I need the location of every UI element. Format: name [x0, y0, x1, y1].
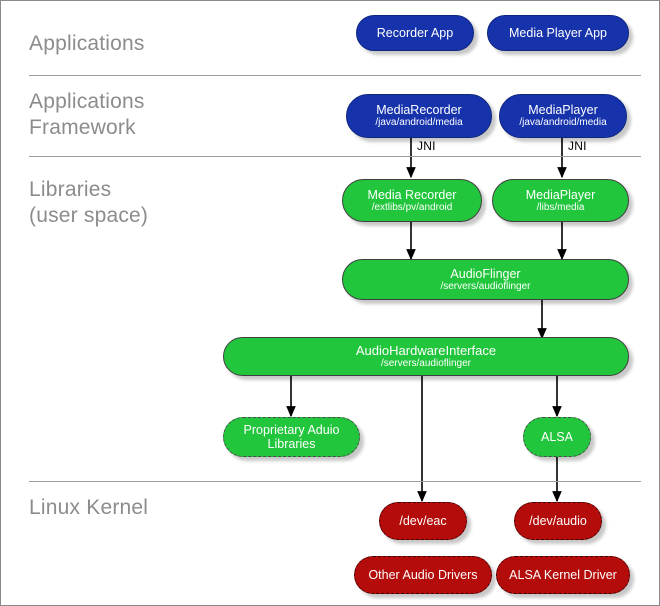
node-title: /dev/eac: [399, 514, 447, 528]
node-other-audio-drivers[interactable]: Other Audio Drivers: [354, 556, 492, 594]
node-proprietary-audio-libraries[interactable]: Proprietary Aduio Libraries: [223, 417, 360, 457]
node-mediaplayer-lib[interactable]: MediaPlayer /libs/media: [492, 179, 629, 222]
node-alsa[interactable]: ALSA: [523, 417, 591, 457]
node-title: MediaPlayer: [525, 187, 596, 202]
divider-linux-kernel: [29, 481, 641, 482]
node-subtitle: /servers/audioflinger: [440, 280, 531, 292]
node-dev-audio[interactable]: /dev/audio: [514, 502, 602, 540]
node-title: Recorder App: [376, 26, 454, 40]
node-title: AudioHardwareInterface: [355, 342, 497, 358]
node-subtitle: /extlibs/pv/android: [371, 201, 453, 213]
node-dev-eac[interactable]: /dev/eac: [379, 502, 467, 540]
node-subtitle: /java/android/media: [519, 117, 607, 128]
node-title: MediaRecorder: [376, 103, 462, 117]
node-audiohardwareinterface[interactable]: AudioHardwareInterface /servers/audiofli…: [223, 337, 629, 376]
node-mediarecorder-framework[interactable]: MediaRecorder /java/android/media: [346, 94, 492, 138]
node-subtitle: /libs/media: [536, 201, 585, 213]
divider-applications-framework: [29, 156, 641, 157]
node-media-player-app[interactable]: Media Player App: [487, 15, 629, 51]
node-title: /dev/audio: [529, 514, 587, 528]
node-title: Media Recorder: [367, 187, 457, 202]
node-title: ALSA: [541, 430, 573, 444]
node-title: AudioFlinger: [450, 266, 521, 281]
node-title: Media Player App: [509, 26, 607, 40]
divider-applications: [29, 75, 641, 76]
node-subtitle: /java/android/media: [375, 117, 463, 128]
node-title: Other Audio Drivers: [368, 568, 478, 582]
node-recorder-app[interactable]: Recorder App: [356, 15, 474, 51]
node-mediaplayer-framework[interactable]: MediaPlayer /java/android/media: [499, 94, 627, 138]
node-title: Proprietary Aduio Libraries: [243, 423, 340, 451]
node-title: ALSA Kernel Driver: [509, 568, 617, 582]
node-alsa-kernel-driver[interactable]: ALSA Kernel Driver: [496, 556, 630, 594]
node-title: MediaPlayer: [528, 103, 598, 117]
node-audioflinger[interactable]: AudioFlinger /servers/audioflinger: [342, 259, 629, 300]
node-subtitle: /servers/audioflinger: [380, 357, 472, 369]
node-media-recorder-lib[interactable]: Media Recorder /extlibs/pv/android: [342, 179, 482, 222]
